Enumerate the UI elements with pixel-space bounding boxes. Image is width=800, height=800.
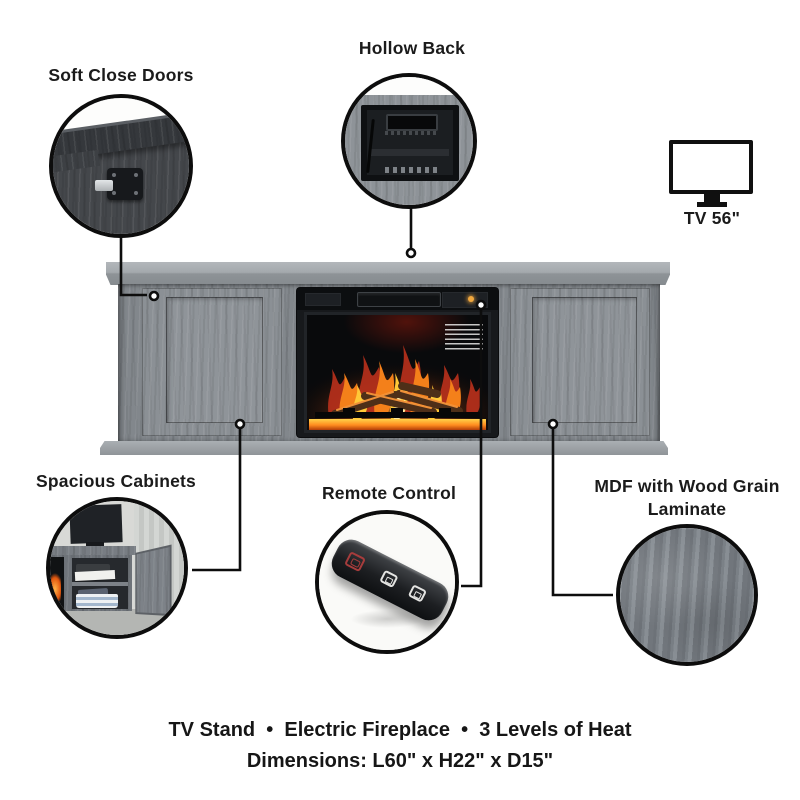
fireplace-flames-icon — [307, 343, 488, 430]
remote-heat-up-button-icon — [379, 569, 399, 589]
spacious-top-board — [50, 546, 136, 555]
fireplace-insert — [297, 288, 498, 437]
label-hollow-back: Hollow Back — [358, 38, 466, 58]
spacious-open-door — [135, 544, 172, 617]
tvstand-base-board — [100, 441, 668, 455]
tv-icon-neck — [704, 194, 720, 202]
tv-icon — [669, 140, 753, 194]
hollow-back-handle-slot — [386, 114, 438, 131]
remote-power-flame-button-icon — [344, 551, 367, 573]
hollow-back-vents — [385, 167, 437, 173]
spacious-shelf — [72, 582, 128, 586]
soft-close-hinge — [107, 168, 143, 200]
tvstand-left-door-panel — [166, 297, 263, 423]
callout-circle-remote — [315, 510, 459, 654]
tvstand-body — [118, 284, 660, 441]
label-soft-close-doors: Soft Close Doors — [48, 65, 194, 85]
spacious-cabinets-scene — [50, 501, 184, 635]
callout-circle-mdf — [616, 524, 758, 666]
label-tv-size: TV 56" — [683, 208, 741, 228]
callout-circle-spacious-cabinets — [46, 497, 188, 639]
label-remote-control: Remote Control — [321, 483, 457, 503]
label-spacious-cabinets: Spacious Cabinets — [36, 471, 196, 491]
label-mdf-line1: MDF with Wood Grain — [594, 476, 780, 496]
callout-marker-hollow-back — [405, 247, 417, 259]
hollow-back-opening — [361, 105, 459, 181]
fireplace-indicator-light — [468, 296, 474, 302]
footer-dimensions: Dimensions: L60" x H22" x D15" — [246, 750, 554, 772]
spacious-fireplace-edge — [50, 557, 64, 609]
tvstand-top-board — [106, 262, 670, 285]
tvstand-right-door-panel — [532, 297, 637, 423]
mdf-texture — [620, 528, 754, 662]
soft-close-scene — [53, 98, 189, 234]
tv-icon-base — [697, 202, 727, 207]
spacious-tv — [69, 504, 123, 544]
callout-circle-hollow-back — [341, 73, 477, 209]
label-mdf-line2: Laminate — [647, 499, 727, 519]
tvstand-left-door — [142, 288, 282, 436]
fireplace-control-vent — [305, 293, 341, 306]
remote-heat-down-button-icon — [407, 584, 428, 603]
footer-features: TV Stand • Electric Fireplace • 3 Levels… — [168, 719, 632, 741]
tvstand-right-door — [510, 288, 650, 436]
label-mdf: MDF with Wood Grain Laminate — [567, 475, 800, 521]
spacious-open-compartment — [72, 558, 128, 609]
fireplace-control-switch-area — [442, 292, 488, 308]
hollow-back-scene — [345, 77, 473, 205]
spacious-white-box — [74, 569, 116, 582]
callout-circle-soft-close — [49, 94, 193, 238]
fireplace-control-panel — [297, 288, 498, 310]
spacious-basket — [76, 594, 118, 608]
fireplace-glass — [307, 315, 488, 430]
fireplace-handle — [357, 292, 441, 307]
remote-scene — [319, 514, 455, 650]
soft-close-damper — [95, 180, 113, 191]
